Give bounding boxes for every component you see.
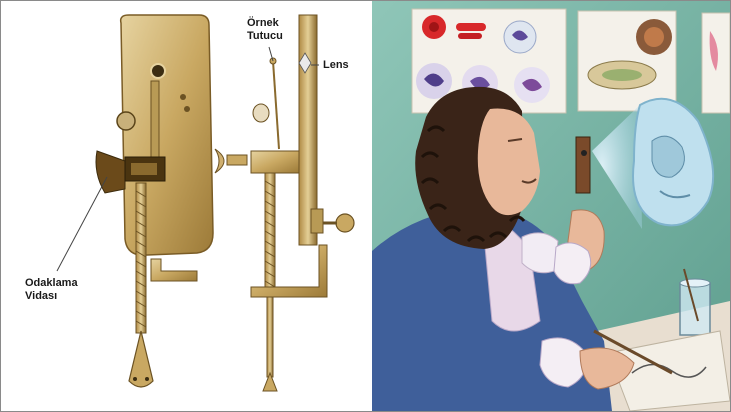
microscope-drawing	[1, 1, 371, 411]
scientist-painting	[372, 1, 730, 411]
label-ornek-tutucu-line2: Tutucu	[247, 30, 283, 43]
label-odaklama-vidasi: Odaklama Vidası	[25, 277, 78, 303]
label-lens: Lens	[323, 59, 349, 72]
label-ornek-tutucu: Örnek Tutucu	[247, 17, 283, 43]
pointer-odaklama	[57, 177, 107, 271]
label-odaklama-line2: Vidası	[25, 290, 78, 303]
label-odaklama-line1: Odaklama	[25, 277, 78, 290]
microscope-front-view	[96, 15, 213, 387]
label-ornek-tutucu-line1: Örnek	[247, 17, 283, 30]
scientist-illustration	[372, 1, 730, 411]
microscope-diagram: Örnek Tutucu Lens Odaklama Vidası	[1, 1, 371, 411]
